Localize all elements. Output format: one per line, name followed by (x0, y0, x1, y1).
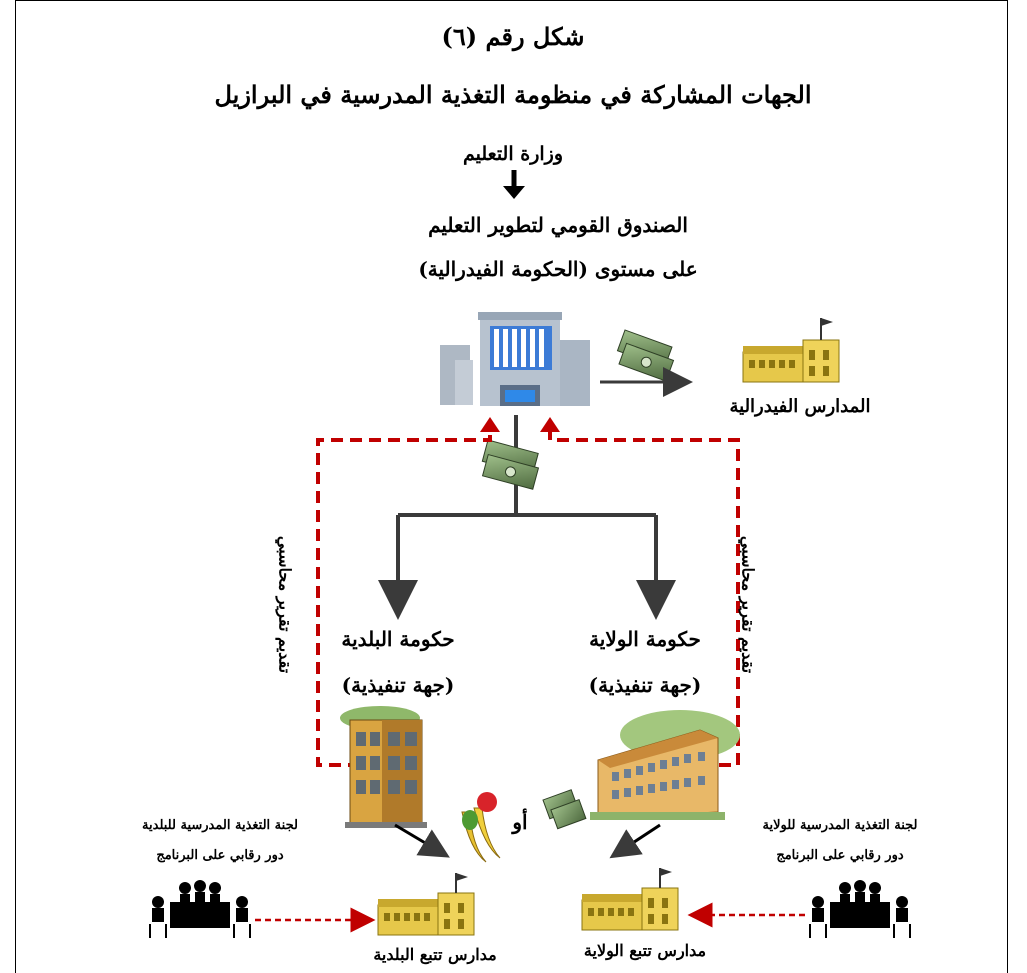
meeting-people-icon (149, 880, 251, 938)
state-schools-label: مدارس تتبع الولاية (583, 941, 707, 960)
figure-frame (15, 0, 1008, 973)
apartment-building-icon (340, 706, 427, 828)
state-to-resources-arrow (609, 823, 661, 859)
state-committee-label: لجنة التغذية المدرسية للولاية (762, 818, 918, 833)
school-icon (581, 868, 679, 931)
ministry-node: وزارة التعليم (462, 143, 563, 165)
money-icon (616, 329, 675, 382)
fund-distribution-tree (378, 415, 676, 620)
school-icon (377, 873, 475, 936)
municipal-schools-label: مدارس تتبع البلدية (373, 945, 497, 964)
municipal-committee-role: دور رقابي على البرنامج (156, 848, 284, 863)
figure-label: شكل رقم (٦) (441, 22, 585, 51)
municipal-executive-role: (جهة تنفيذية) (341, 673, 455, 697)
federal-schools-label: المدارس الفيدرالية (729, 396, 871, 417)
report-arrowhead-right (540, 417, 560, 432)
money-icon (481, 439, 540, 490)
state-committee-role: دور رقابي على البرنامج (776, 848, 904, 863)
report-arrow-left (316, 425, 492, 767)
meeting-people-icon (809, 880, 911, 938)
food-icon (461, 792, 501, 863)
figure-title: الجهات المشاركة في منظومة التغذية المدرس… (214, 80, 812, 109)
school-icon (742, 318, 840, 383)
campus-building-icon (590, 710, 740, 820)
or-label: أو (512, 810, 528, 834)
report-label-left: تقديم تقرير محاسبي (275, 535, 295, 674)
report-arrowhead-left (480, 417, 500, 432)
municipal-committee-label: لجنة التغذية المدرسية للبلدية (142, 818, 298, 833)
municipal-government-label: حكومة البلدية (341, 627, 455, 651)
ministry-to-fund-arrow (503, 170, 525, 199)
money-icon (542, 789, 587, 830)
municipal-to-resources-arrow (394, 823, 450, 858)
federal-fund-node: الصندوق القومي لتطوير التعليم (428, 213, 688, 237)
report-label-right: تقديم تقرير محاسبي (738, 535, 758, 674)
state-executive-role: (جهة تنفيذية) (588, 673, 702, 697)
federal-fund-level: على مستوى (الحكومة الفيدرالية) (418, 257, 698, 281)
report-arrow-right (548, 425, 740, 767)
state-government-label: حكومة الولاية (589, 627, 701, 651)
office-building-icon (440, 312, 590, 406)
